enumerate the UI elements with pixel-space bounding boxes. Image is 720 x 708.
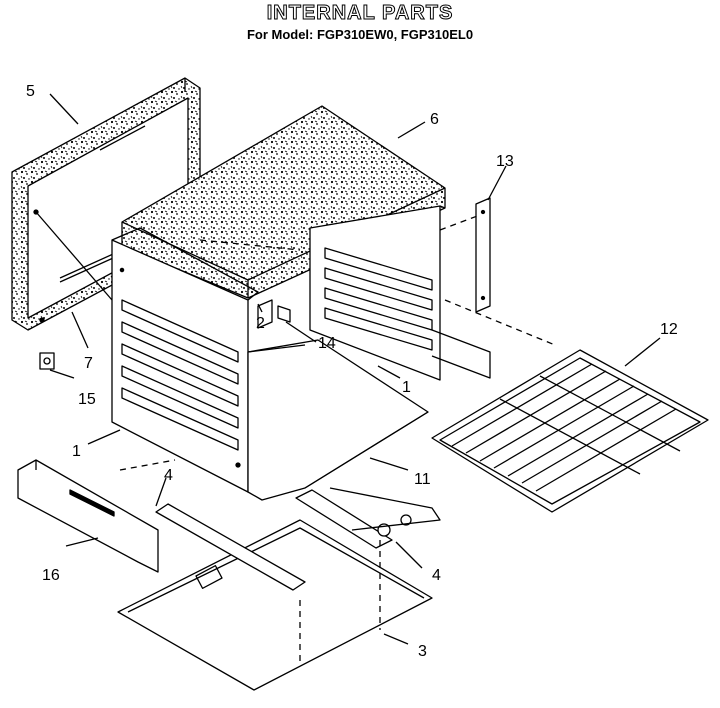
burner-bracket-rail bbox=[155, 487, 441, 591]
callout-leaders bbox=[49, 93, 661, 645]
rack-wires bbox=[451, 363, 681, 492]
callout-4-left: 4 bbox=[164, 467, 173, 484]
callout-15: 15 bbox=[78, 391, 96, 408]
side-panel-insulation bbox=[11, 77, 201, 331]
oven-bottom-panel bbox=[247, 339, 429, 501]
left-rack-guides bbox=[121, 299, 239, 451]
oven-base-pan bbox=[117, 519, 433, 691]
front-trim-piece bbox=[17, 459, 159, 573]
callout-3: 3 bbox=[418, 643, 427, 660]
callout-2: 2 bbox=[256, 315, 265, 332]
alignment-lines bbox=[119, 214, 556, 665]
oven-liner-left-wall bbox=[111, 227, 259, 493]
callout-12: 12 bbox=[660, 321, 678, 338]
vertical-trim-strip bbox=[475, 197, 491, 313]
callout-11: 11 bbox=[414, 471, 431, 488]
callout-1-right: 1 bbox=[402, 379, 411, 396]
page-title: INTERNAL PARTS bbox=[266, 2, 454, 25]
callout-6: 6 bbox=[430, 111, 439, 128]
oven-liner-right-wall bbox=[309, 205, 491, 381]
callout-14: 14 bbox=[318, 335, 336, 352]
callout-7: 7 bbox=[84, 355, 93, 372]
bracket-part bbox=[257, 299, 291, 329]
callout-4-right: 4 bbox=[432, 567, 441, 584]
callout-5: 5 bbox=[26, 83, 35, 100]
clip-part bbox=[39, 352, 55, 370]
oven-rack bbox=[431, 349, 709, 513]
callout-13: 13 bbox=[496, 153, 514, 170]
callout-16: 16 bbox=[42, 567, 60, 584]
callout-1-left: 1 bbox=[72, 443, 81, 460]
model-subtitle: For Model: FGP310EW0, FGP310EL0 bbox=[246, 27, 474, 42]
callout-labels: 5 6 13 12 7 2 14 1 15 1 11 4 16 4 3 bbox=[26, 83, 678, 660]
